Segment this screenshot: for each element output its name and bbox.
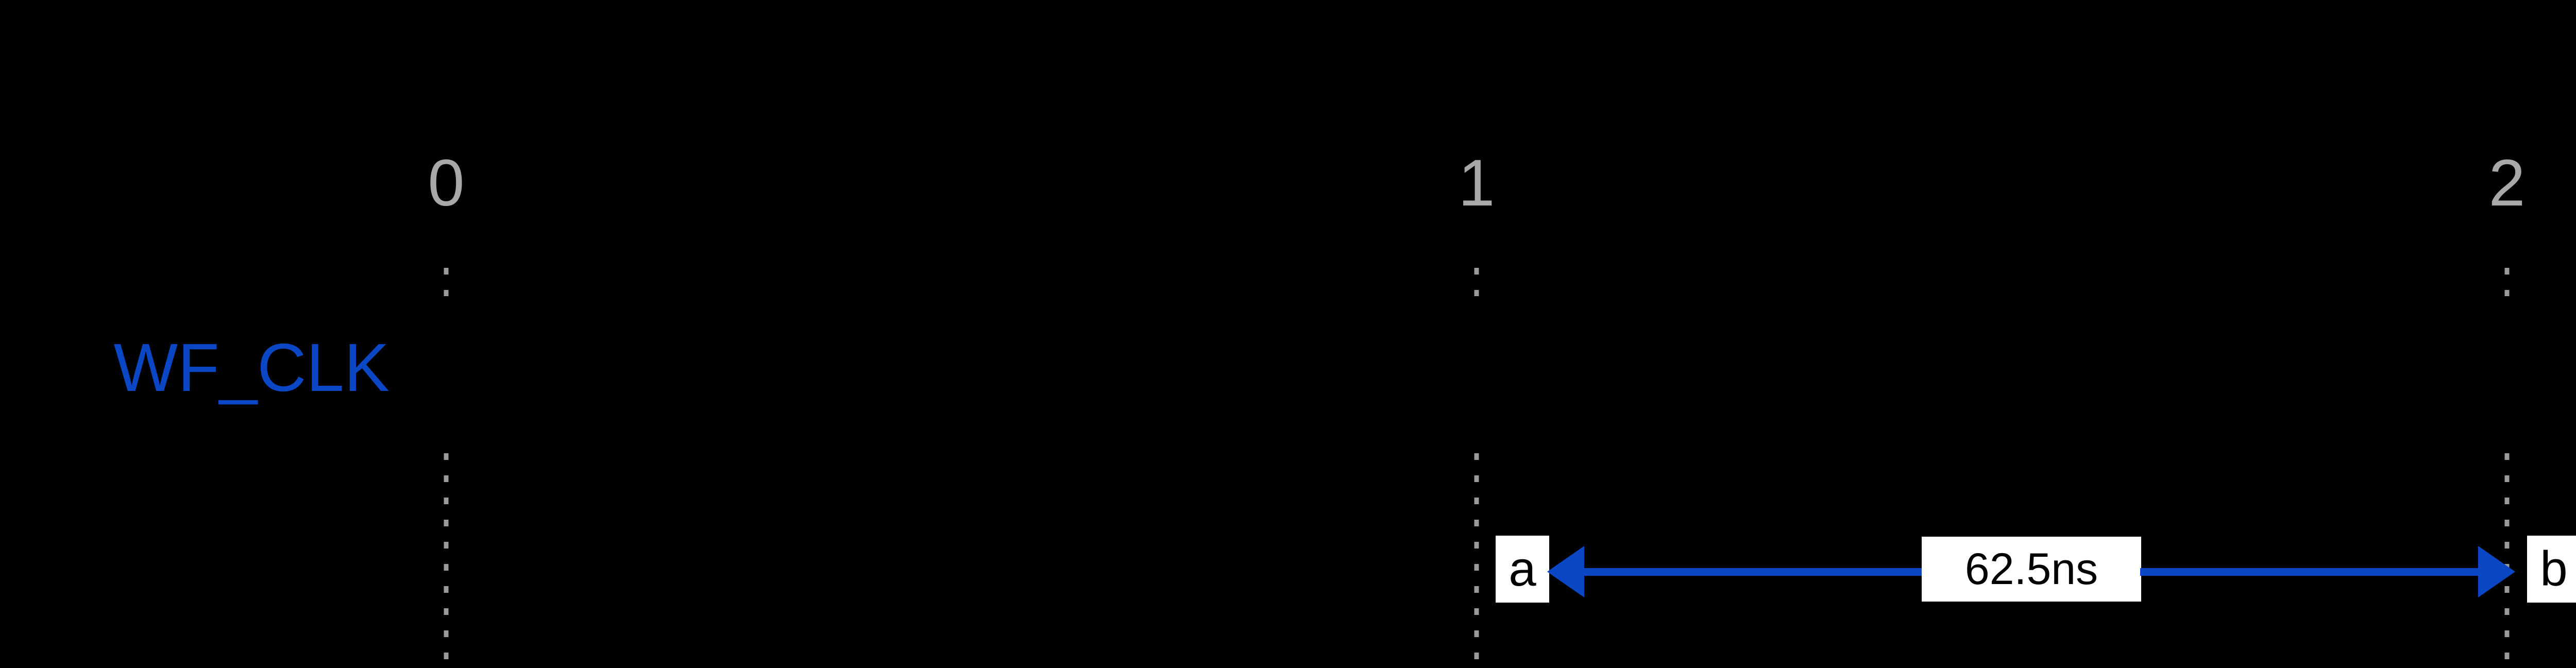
time-axis-ruler[interactable]: 0 1 2 3 [0, 0, 2576, 258]
time-tick-label-0: 0 [428, 146, 465, 220]
marker-a-label[interactable]: a [1496, 536, 1549, 603]
gridline-2-top [2504, 268, 2510, 296]
measurement-arrow-shaft-right [2140, 568, 2480, 576]
measurement-arrow-head-left [1547, 546, 1584, 597]
measurement-delta-label[interactable]: 62.5ns [1922, 537, 2141, 602]
signal-name-wf-clk[interactable]: WF_CLK [113, 330, 389, 405]
gridline-0-top [444, 268, 449, 296]
gridline-1-body [1474, 453, 1479, 668]
gridline-0-body [444, 453, 449, 668]
time-tick-label-2: 2 [2488, 146, 2526, 220]
marker-measurement-row[interactable]: a 62.5ns b [0, 536, 2576, 608]
measurement-arrow-shaft-left [1583, 568, 1923, 576]
measurement-arrow-head-right [2478, 546, 2515, 597]
marker-b-label[interactable]: b [2527, 536, 2576, 603]
time-tick-label-1: 1 [1458, 146, 1495, 220]
gridline-1-top [1474, 268, 1479, 296]
